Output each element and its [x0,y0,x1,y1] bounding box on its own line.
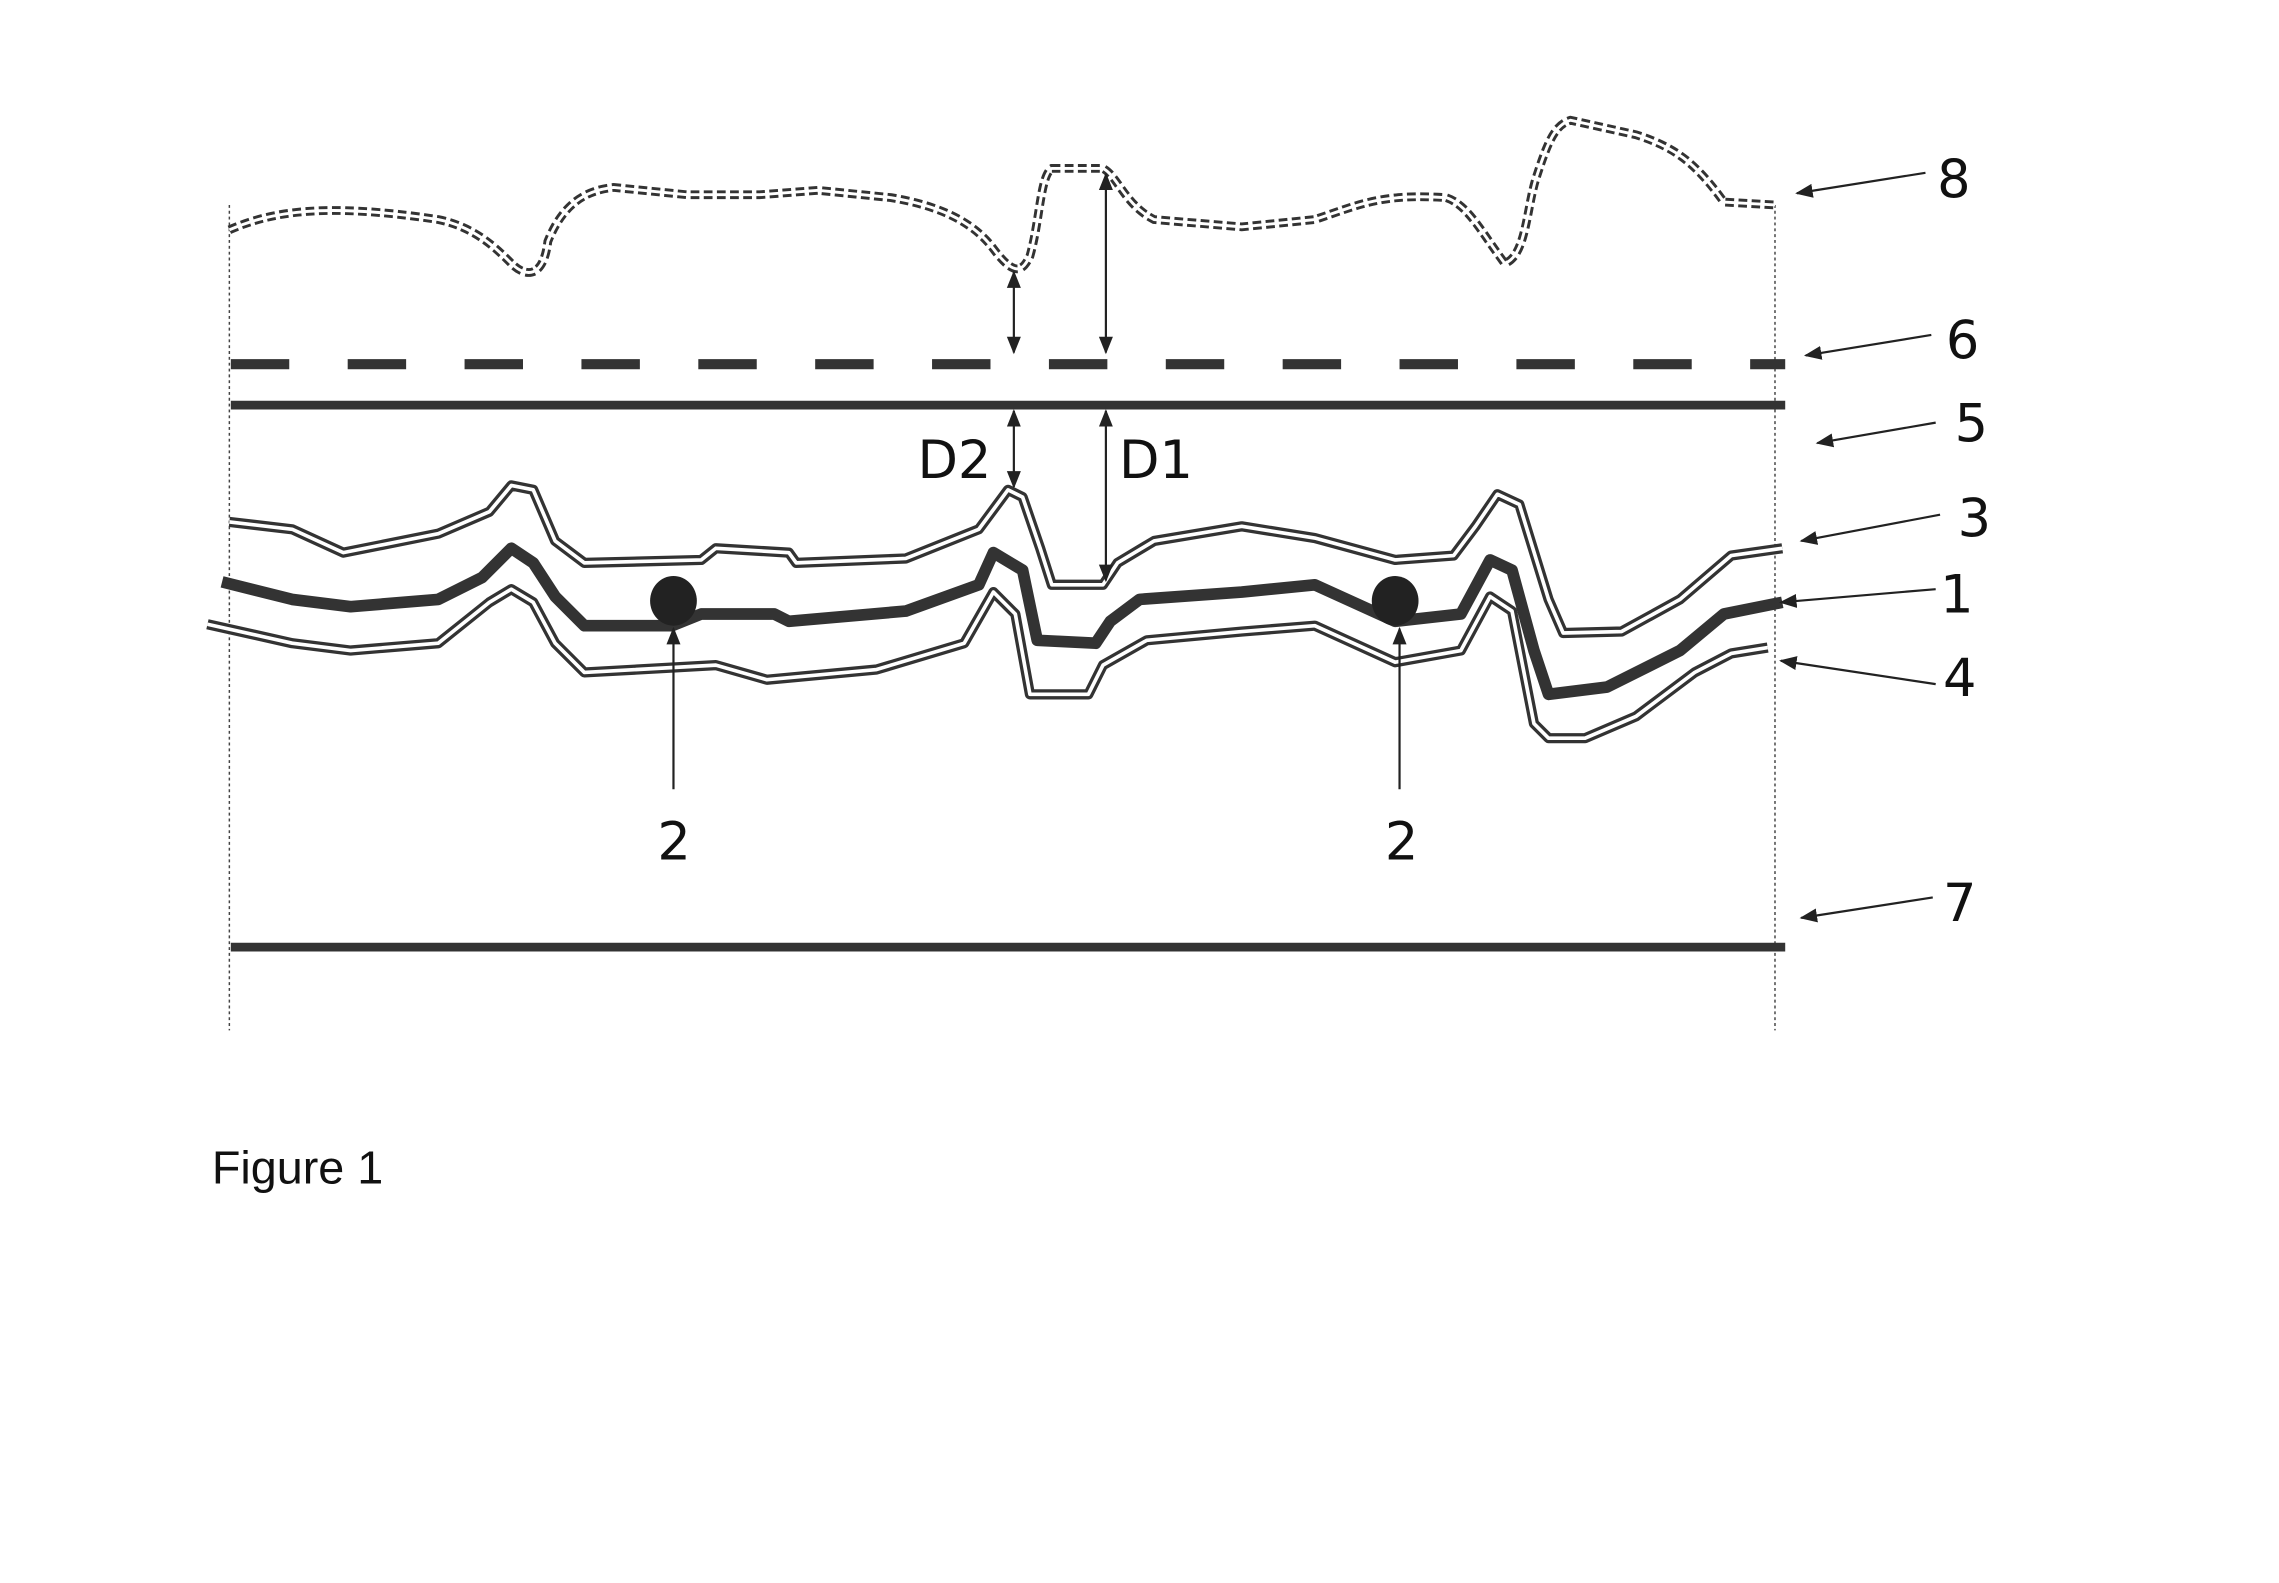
leader-arrow-1 [1781,589,1936,602]
leader-arrow-8 [1797,173,1926,193]
label-3: 3 [1958,489,1991,550]
particle-b [1372,576,1419,626]
figure-caption: Figure 1 [212,1142,383,1194]
label-4: 4 [1943,648,1976,709]
label-d2: D2 [917,430,991,491]
label-1: 1 [1940,565,1973,626]
label-particle-a: 2 [657,811,690,872]
label-particle-b: 2 [1385,811,1418,872]
layer-1-line [222,548,1782,694]
particle-a [650,576,697,626]
leader-arrow-5 [1817,423,1935,443]
label-7: 7 [1943,873,1976,934]
label-6: 6 [1946,310,1979,371]
leader-arrow-6 [1806,335,1932,355]
layer-8-surface [229,120,1775,272]
leader-arrow-4 [1781,661,1936,684]
label-8: 8 [1937,150,1970,211]
label-d1: D1 [1119,430,1193,491]
leader-arrow-7 [1801,897,1932,917]
label-5: 5 [1955,394,1988,455]
leader-arrow-3 [1801,515,1940,541]
